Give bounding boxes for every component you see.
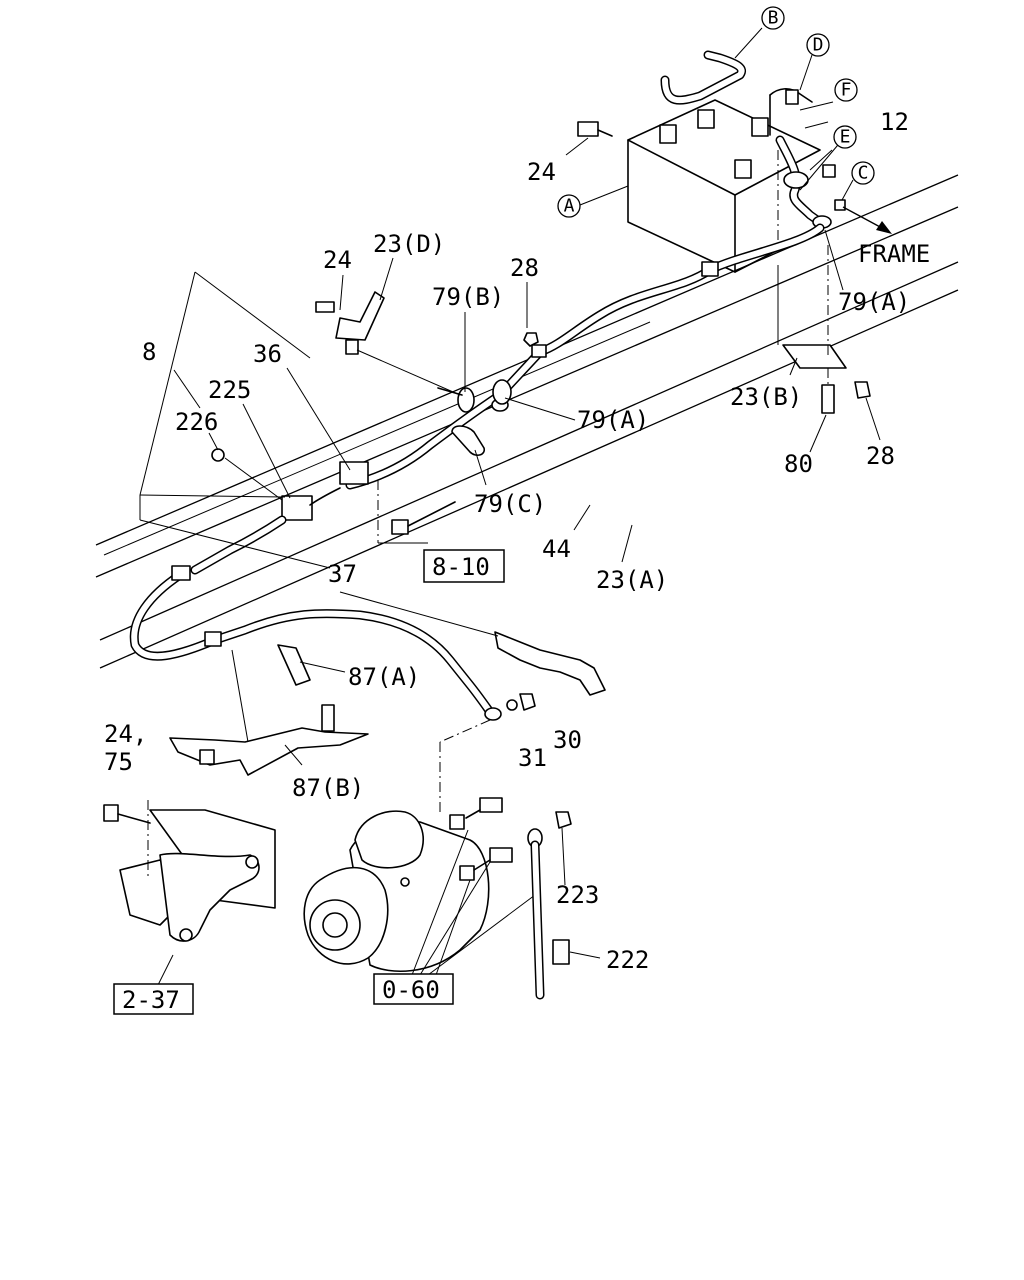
battery-terminals: [769, 88, 846, 229]
bracket-87b: [169, 649, 369, 776]
label-75: 75: [104, 748, 133, 776]
callout-d: D: [799, 33, 830, 91]
svg-text:0-60: 0-60: [382, 976, 440, 1004]
svg-text:2-37: 2-37: [122, 986, 180, 1014]
main-battery-cable: [345, 223, 825, 490]
label-23b: 23(B): [730, 383, 802, 411]
svg-text:C: C: [858, 163, 869, 184]
label-222: 222: [606, 946, 649, 974]
bracket-87a: [277, 644, 346, 686]
leader-lines: [157, 132, 881, 986]
bracket-23d: [315, 291, 461, 396]
clamps: [437, 332, 539, 457]
ground-strap: [527, 811, 572, 1000]
callout-b: B: [761, 6, 785, 30]
starter-cable: [129, 565, 606, 721]
svg-text:A: A: [564, 196, 575, 217]
starter-bracket: [103, 800, 276, 942]
label-24-low: 24,: [104, 720, 147, 748]
label-225: 225: [208, 376, 251, 404]
label-28-right: 28: [866, 442, 895, 470]
label-frame: FRAME: [858, 240, 930, 268]
svg-text:F: F: [841, 80, 852, 101]
fuse-connectors: [190, 448, 369, 575]
battery-cable-b: [660, 27, 763, 105]
label-30: 30: [553, 726, 582, 754]
ref-box-0-60[interactable]: 0-60: [373, 973, 454, 1005]
svg-text:8-10: 8-10: [432, 553, 490, 581]
frame-arrow: [842, 206, 892, 234]
svg-text:E: E: [840, 127, 851, 148]
part-labels: 12 24 FRAME 23(D) 24 28 79(B) 79(A) 8 36…: [104, 108, 930, 974]
ref-box-8-10[interactable]: 8-10: [423, 549, 505, 583]
label-87a: 87(A): [348, 663, 420, 691]
leader-8: [139, 271, 331, 569]
battery: [627, 99, 821, 273]
label-87b: 87(B): [292, 774, 364, 802]
label-24-mid: 24: [323, 246, 352, 274]
svg-text:D: D: [813, 35, 824, 56]
callout-a: A: [557, 194, 581, 218]
label-79a-mid: 79(A): [577, 406, 649, 434]
starter-motor: [303, 797, 536, 976]
label-79c: 79(C): [474, 490, 546, 518]
callout-c: C: [841, 161, 875, 201]
frame-rails: [95, 174, 959, 669]
small-terminal: [377, 480, 456, 544]
label-80: 80: [784, 450, 813, 478]
label-44: 44: [542, 535, 571, 563]
label-12: 12: [880, 108, 909, 136]
label-28-top: 28: [510, 254, 539, 282]
label-37: 37: [328, 560, 357, 588]
bracket-23b: [777, 245, 871, 414]
label-79b: 79(B): [432, 283, 504, 311]
label-36: 36: [253, 340, 282, 368]
nut-washer: [439, 693, 536, 815]
callout-f: F: [834, 78, 858, 102]
label-23d: 23(D): [373, 230, 445, 258]
label-23a: 23(A): [596, 566, 668, 594]
ref-box-2-37[interactable]: 2-37: [113, 983, 194, 1015]
label-8: 8: [142, 338, 156, 366]
callout-e: E: [833, 125, 857, 149]
bolt-24-top: [577, 121, 613, 137]
label-24-top: 24: [527, 158, 556, 186]
label-31: 31: [518, 744, 547, 772]
label-226: 226: [175, 408, 218, 436]
svg-text:B: B: [768, 8, 779, 29]
label-79a-right: 79(A): [838, 288, 910, 316]
label-223: 223: [556, 881, 599, 909]
